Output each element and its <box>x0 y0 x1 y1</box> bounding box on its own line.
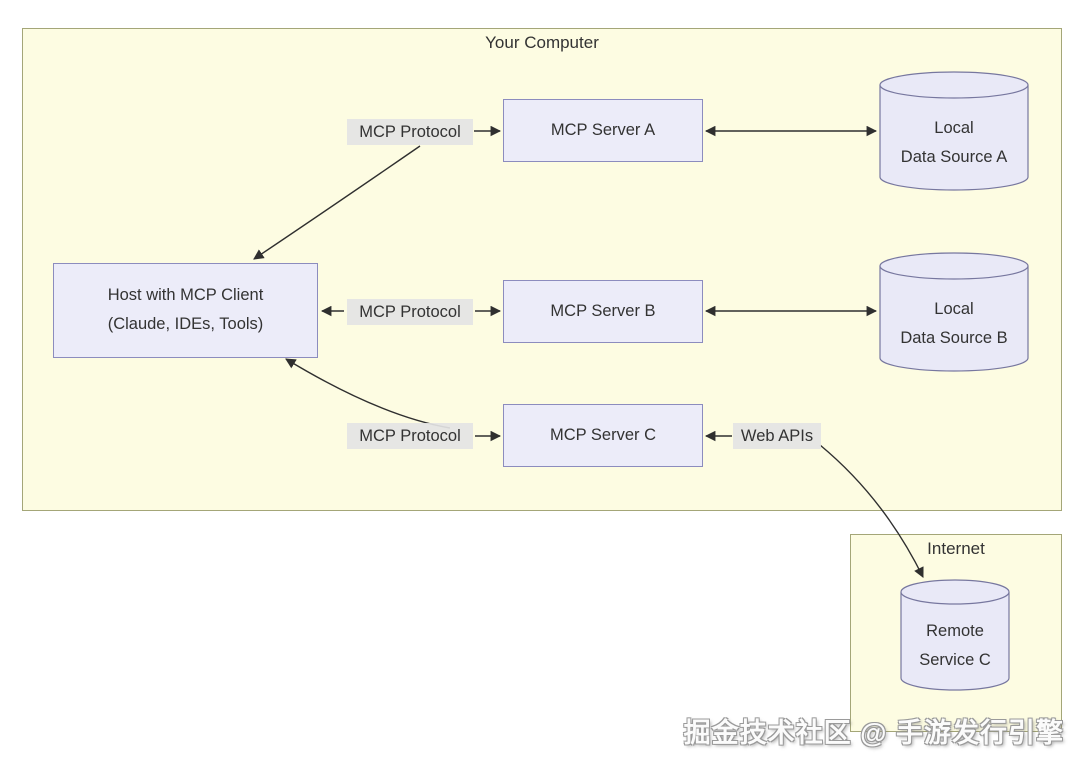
edge-label-mcp-protocol-c: MCP Protocol <box>347 423 473 449</box>
edge-host-to-label-c <box>285 358 451 429</box>
edge-group <box>253 125 924 578</box>
label-data-source-b: Local Data Source B <box>880 295 1028 353</box>
label-remote-service-c-line1: Remote <box>926 622 984 640</box>
label-data-source-a: Local Data Source A <box>880 114 1028 172</box>
node-mcp-server-c: MCP Server C <box>503 404 703 467</box>
node-mcp-server-a: MCP Server A <box>503 99 703 162</box>
node-host: Host with MCP Client (Claude, IDEs, Tool… <box>53 263 318 358</box>
label-remote-service-c-line2: Service C <box>919 651 991 669</box>
label-data-source-a-line2: Data Source A <box>900 148 1008 166</box>
node-host-line1: Host with MCP Client <box>107 286 264 304</box>
edge-webapis-to-remote-c <box>819 444 924 578</box>
edge-host-to-label-a <box>253 145 421 260</box>
cylinder-group <box>879 71 1029 691</box>
edge-label-web-apis: Web APIs <box>733 423 821 449</box>
node-host-line2: (Claude, IDEs, Tools) <box>107 315 264 333</box>
edge-label-mcp-protocol-b: MCP Protocol <box>347 299 473 325</box>
internet-title: Internet <box>927 539 985 558</box>
cylinder-remote-service-c <box>900 579 1010 691</box>
cylinder-data-source-b <box>879 252 1029 372</box>
label-remote-service-c: Remote Service C <box>901 617 1009 675</box>
watermark-text: 掘金技术社区 @ 手游发行引擎 <box>683 718 1064 748</box>
label-data-source-b-line1: Local <box>934 300 974 318</box>
label-data-source-b-line2: Data Source B <box>900 329 1008 347</box>
node-mcp-server-b: MCP Server B <box>503 280 703 343</box>
cylinder-data-source-a <box>879 71 1029 191</box>
label-data-source-a-line1: Local <box>934 119 974 137</box>
edge-label-mcp-protocol-a: MCP Protocol <box>347 119 473 145</box>
your-computer-title: Your Computer <box>485 33 599 52</box>
